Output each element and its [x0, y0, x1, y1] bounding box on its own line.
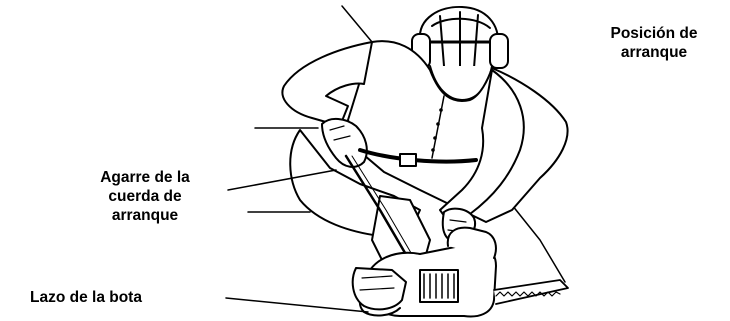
ear-muff-right [490, 34, 508, 68]
label-starter-grip-line-3: arranque [60, 206, 230, 225]
label-starter-grip: Agarre de la cuerda de arranque [60, 168, 230, 225]
label-start-position: Posición de arranque [584, 24, 724, 62]
label-boot-loop: Lazo de la bota [30, 288, 220, 307]
label-start-position-line-1: Posición de [584, 24, 724, 43]
label-start-position-line-2: arranque [584, 43, 724, 62]
leader-line-boot [226, 298, 368, 312]
label-starter-grip-line-1: Agarre de la [60, 168, 230, 187]
label-starter-grip-line-2: cuerda de [60, 187, 230, 206]
belt-buckle [400, 154, 416, 166]
pointer-line-top [342, 6, 372, 42]
helmet [420, 7, 500, 70]
